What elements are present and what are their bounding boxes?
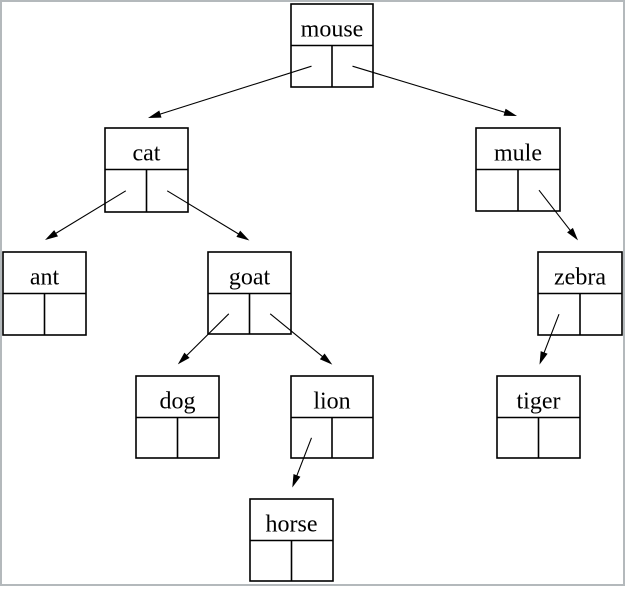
svg-text:mouse: mouse	[301, 17, 364, 43]
svg-text:ant: ant	[30, 265, 60, 291]
svg-text:mule: mule	[494, 141, 542, 167]
svg-text:zebra: zebra	[554, 265, 606, 291]
svg-text:cat: cat	[133, 141, 161, 167]
svg-text:goat: goat	[229, 265, 271, 291]
svg-text:horse: horse	[266, 512, 318, 538]
svg-text:dog: dog	[160, 389, 196, 415]
svg-text:tiger: tiger	[517, 389, 561, 415]
svg-text:lion: lion	[313, 389, 350, 415]
